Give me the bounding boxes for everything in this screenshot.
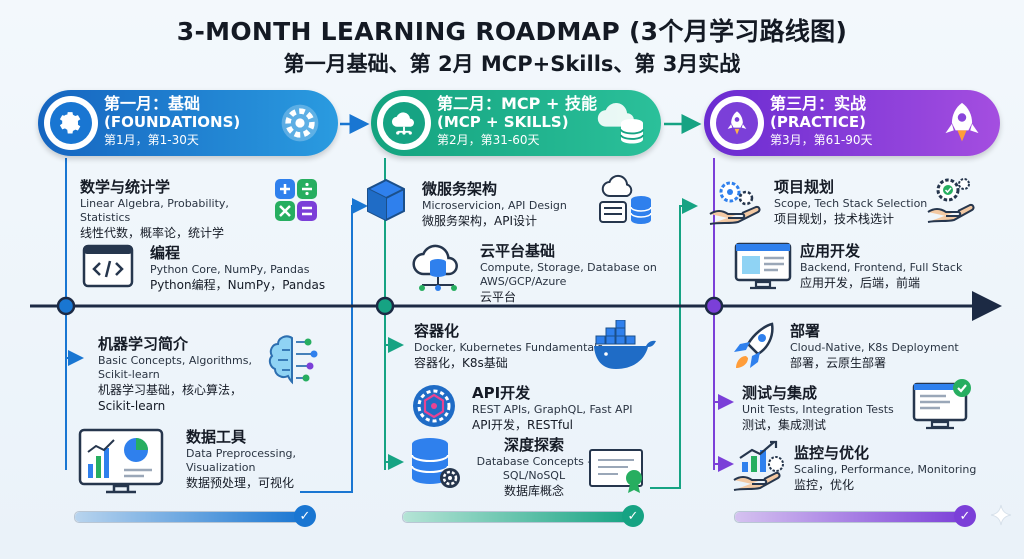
phase3-name-en: (PRACTICE) bbox=[770, 113, 866, 131]
phase2-header: 第二月：MCP + 技能 (MCP + SKILLS) 第2月，第31-60天 bbox=[371, 90, 661, 156]
phase1-check-icon: ✓ bbox=[294, 505, 316, 527]
page-subtitle: 第一月基础、第 2月 MCP+Skills、第 3月实战 bbox=[283, 52, 741, 76]
hand-gears-icon bbox=[927, 178, 975, 223]
phase2-to-phase3-link bbox=[650, 198, 698, 489]
phase1-name: 第一月：基础 bbox=[104, 94, 201, 113]
monitor-app-icon bbox=[734, 242, 792, 290]
phase2-item-containerization: 容器化 Docker, Kubernetes Fundamentals 容器化，… bbox=[414, 322, 603, 370]
phase1-name-en: (FOUNDATIONS) bbox=[104, 113, 241, 131]
phase3-period: 第3月，第61-90天 bbox=[770, 133, 873, 147]
gear-icon bbox=[281, 104, 319, 142]
phase2-item-cloud-basics: 云平台基础 Compute, Storage, Database on AWS/… bbox=[480, 242, 657, 304]
phase2-item-api-dev: API开发 REST APIs, GraphQL, Fast API API开发… bbox=[472, 384, 633, 432]
hand-gears-icon bbox=[709, 181, 761, 225]
phase3-item-deploy: 部署 Cloud-Native, K8s Deployment 部署，云原生部署 bbox=[790, 322, 959, 370]
phase1-item-programming: 编程 Python Core, NumPy, Pandas Python编程，N… bbox=[150, 244, 326, 292]
phase2-progress-bar bbox=[402, 511, 632, 523]
phase1-progress-bar bbox=[74, 511, 304, 523]
phase1-item-data-tools: 数据工具 Data Preprocessing, Visualization 数… bbox=[186, 428, 297, 490]
phase3-item-testing: 测试与集成 Unit Tests, Integration Tests 测试，集… bbox=[742, 384, 894, 432]
phase2-check-icon: ✓ bbox=[622, 505, 644, 527]
phase3-name: 第三月：实战 bbox=[770, 94, 867, 113]
phase3-item-app-dev: 应用开发 Backend, Frontend, Full Stack 应用开发，… bbox=[800, 242, 963, 290]
cloud-database-icon bbox=[597, 103, 644, 144]
monitor-check-icon bbox=[912, 379, 971, 430]
hand-growth-chart-icon bbox=[733, 440, 784, 491]
dashboard-chart-icon bbox=[78, 428, 164, 494]
timeline-node-3 bbox=[704, 296, 724, 316]
math-operators-icon bbox=[275, 179, 317, 221]
certificate-icon bbox=[589, 449, 643, 493]
phase1-header: 第一月：基础 (FOUNDATIONS) 第1月，第1-30天 bbox=[38, 90, 338, 156]
phase1-to-phase2-link bbox=[300, 198, 368, 493]
phase3-header: 第三月：实战 (PRACTICE) 第3月，第61-90天 bbox=[704, 90, 1000, 156]
rocket-icon bbox=[727, 111, 747, 135]
page-title: 3-MONTH LEARNING ROADMAP (3个月学习路线图) bbox=[176, 17, 848, 46]
phase1-item-math: 数学与统计学 Linear Algebra, Probability, Stat… bbox=[80, 178, 229, 240]
timeline-node-1 bbox=[56, 296, 76, 316]
timeline-node-2 bbox=[375, 296, 395, 316]
code-window-icon bbox=[82, 244, 134, 288]
phase2-period: 第2月，第31-60天 bbox=[437, 133, 540, 147]
gear-icon bbox=[59, 112, 81, 134]
cloud-database-icon bbox=[412, 244, 458, 291]
cloud-network-icon bbox=[391, 112, 414, 135]
phase3-check-icon: ✓ bbox=[954, 505, 976, 527]
rocket-launch-icon bbox=[734, 322, 774, 368]
phase2-name: 第二月：MCP + 技能 bbox=[437, 94, 597, 113]
phase1-item-ml-intro: 机器学习简介 Basic Concepts, Algorithms, Sciki… bbox=[98, 335, 252, 413]
brain-network-icon bbox=[268, 335, 318, 385]
sparkle-icon bbox=[990, 504, 1012, 526]
database-gear-icon bbox=[411, 438, 460, 488]
phase3-progress-fill bbox=[735, 512, 967, 522]
cube-icon bbox=[367, 178, 405, 222]
phase1-progress-fill bbox=[75, 512, 303, 522]
phase2-name-en: (MCP + SKILLS) bbox=[437, 113, 569, 131]
phase2-progress-fill bbox=[403, 512, 631, 522]
docker-whale-icon bbox=[594, 320, 656, 369]
phase3-item-monitoring: 监控与优化 Scaling, Performance, Monitoring 监… bbox=[794, 444, 977, 492]
api-gear-icon bbox=[413, 385, 455, 427]
phase1-period: 第1月，第1-30天 bbox=[104, 133, 199, 147]
rocket-icon bbox=[945, 102, 979, 142]
phase2-item-microservices: 微服务架构 Microservicion, API Design 微服务架构，A… bbox=[422, 180, 567, 228]
phase3-progress-bar bbox=[734, 511, 968, 523]
phase2-item-deep-dive: 深度探索 Database Concepts - SQL/NoSQL 数据库概念 bbox=[476, 436, 592, 498]
phase3-item-project-planning: 项目规划 Scope, Tech Stack Selection 项目规划，技术… bbox=[774, 178, 928, 226]
cloud-server-icon bbox=[599, 175, 652, 224]
